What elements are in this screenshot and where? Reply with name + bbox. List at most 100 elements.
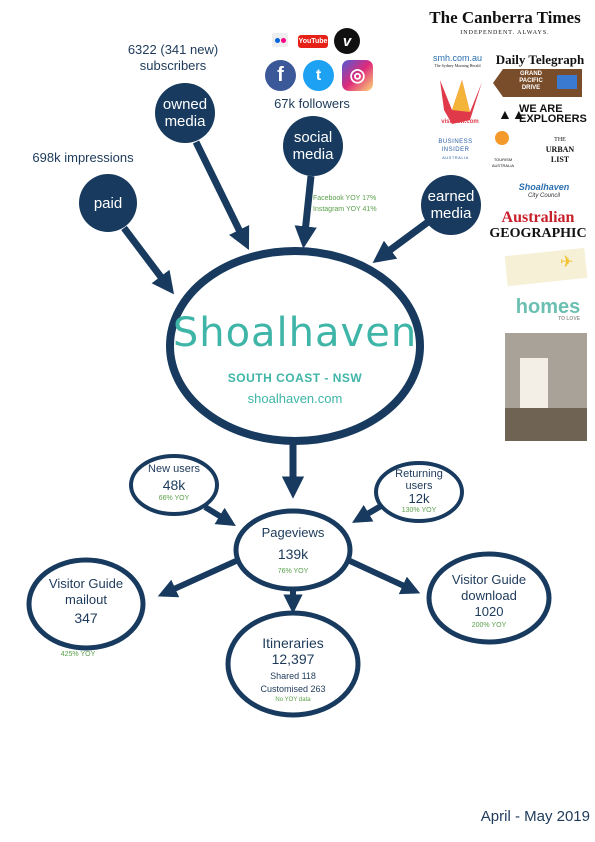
canberra-times-logo: The Canberra Times bbox=[429, 8, 581, 27]
social-yoy-facebook: Facebook YOY 17% bbox=[313, 195, 377, 202]
new-users-label: New users bbox=[148, 463, 200, 475]
smh-sub: The Sydney Morning Herald bbox=[434, 63, 481, 68]
facebook-icon[interactable]: f bbox=[265, 60, 296, 91]
gpd-line2: PACIFIC bbox=[519, 78, 543, 84]
vimeo-icon[interactable]: v bbox=[334, 28, 360, 54]
tourism-australia-icon bbox=[495, 131, 509, 145]
social-yoy-stats: Facebook YOY 17% Instagram YOY 41% bbox=[313, 193, 393, 215]
council-line1: Shoalhaven bbox=[518, 182, 570, 192]
paper-plane-icon: ✈ bbox=[560, 254, 574, 271]
owned-subscribers-line2: subscribers bbox=[139, 58, 207, 73]
urban-list-line1: THE bbox=[554, 137, 566, 143]
magazine-door bbox=[520, 358, 548, 410]
download-label-line1: Visitor Guide bbox=[451, 572, 527, 587]
arrow-owned-media bbox=[192, 140, 250, 251]
social-media-label-line2: media bbox=[292, 146, 334, 163]
mailout-value: 347 bbox=[74, 610, 98, 626]
magazine-shadow bbox=[505, 408, 587, 441]
urban-list-line2: URBAN bbox=[545, 145, 575, 154]
social-followers-stat: 67k followers bbox=[274, 96, 350, 111]
social-media-label-line1: social bbox=[293, 129, 333, 146]
pageviews-value: 139k bbox=[277, 546, 309, 562]
paid-impressions-stat: 698k impressions bbox=[32, 150, 134, 165]
council-line2: City Council bbox=[527, 193, 560, 199]
earned-media-label-line2: media bbox=[430, 205, 472, 222]
ta-line1: TOURISM bbox=[493, 157, 513, 162]
bi-line1: BUSINESS bbox=[438, 139, 473, 145]
arrow-to-mailout bbox=[157, 558, 238, 598]
twitter-icon[interactable]: t bbox=[303, 60, 334, 91]
returning-users-label-line1: Returning bbox=[395, 468, 443, 480]
earned-media-label-line1: earned bbox=[427, 188, 475, 205]
owned-media-label: owned media bbox=[155, 96, 215, 130]
returning-users-text: Returning users 12k 130% YOY bbox=[379, 468, 459, 515]
visitor-guide-download-text: Visitor Guide download 1020 200% YOY bbox=[431, 572, 547, 632]
date-range: April - May 2019 bbox=[480, 808, 590, 825]
canberra-times-tagline: INDEPENDENT. ALWAYS. bbox=[460, 30, 550, 36]
returning-users-value: 12k bbox=[408, 491, 430, 506]
urban-list-logo: THE URBAN LIST bbox=[540, 135, 580, 165]
pageviews-text: Pageviews 139k 76% YOY bbox=[243, 524, 343, 576]
homes-to-love-logo: homes TO LOVE bbox=[510, 296, 586, 322]
ta-line2: AUSTRALIA bbox=[491, 163, 515, 168]
itineraries-shared: Shared 118 bbox=[270, 671, 316, 681]
bi-line3: AUSTRALIA bbox=[442, 155, 469, 160]
owned-media-circle bbox=[155, 83, 215, 143]
mountain-icon: ▲▲ bbox=[498, 106, 526, 122]
smh-logo: smh.com.au The Sydney Morning Herald bbox=[430, 53, 485, 68]
visitor-guide-mailout-node bbox=[26, 557, 146, 651]
instagram-icon[interactable]: ◎ bbox=[342, 60, 373, 91]
arrow-social-media bbox=[294, 175, 317, 249]
itineraries-label: Itineraries bbox=[262, 635, 324, 651]
pageviews-yoy: 76% YOY bbox=[277, 568, 309, 575]
youtube-icon[interactable]: YouTube bbox=[298, 35, 328, 48]
explorers-line1: WE ARE bbox=[519, 103, 563, 115]
returning-users-node bbox=[374, 461, 464, 523]
social-media-circle bbox=[283, 116, 343, 176]
returning-users-label-line2: users bbox=[405, 480, 433, 492]
download-value: 1020 bbox=[474, 604, 504, 619]
flickr-icon[interactable] bbox=[272, 33, 288, 47]
download-label-line2: download bbox=[461, 588, 517, 603]
homes-line1: homes bbox=[515, 296, 581, 318]
shoalhaven-council-logo: Shoalhaven City Council bbox=[513, 183, 575, 201]
arrow-new-users bbox=[203, 504, 236, 527]
gpd-logo-text: GRAND PACIFIC DRIVE bbox=[506, 71, 556, 92]
business-insider-logo: BUSINESS INSIDER AUSTRALIA bbox=[428, 138, 483, 162]
arrow-returning-users bbox=[352, 503, 383, 523]
arrow-earned-media bbox=[372, 219, 431, 263]
owned-subscribers-line1: 6322 (341 new) bbox=[127, 42, 219, 57]
earned-media-circle bbox=[421, 175, 481, 235]
brand-url[interactable]: shoalhaven.com bbox=[247, 391, 343, 406]
pageviews-label: Pageviews bbox=[261, 525, 325, 540]
owned-subscribers-stat: 6322 (341 new) subscribers bbox=[108, 42, 238, 74]
mailout-label-line2: mailout bbox=[65, 592, 107, 607]
brand-name: Shoalhaven bbox=[172, 310, 418, 356]
gpd-line3: DRIVE bbox=[521, 85, 541, 91]
urban-list-line3: LIST bbox=[550, 155, 570, 164]
itineraries-note: No YOY data bbox=[275, 697, 311, 703]
arrow-to-download bbox=[348, 558, 421, 595]
owned-media-label-line1: owned bbox=[162, 96, 208, 113]
new-users-text: New users 48k 66% YOY bbox=[134, 463, 214, 503]
itineraries-text: Itineraries 12,397 Shared 118 Customised… bbox=[228, 635, 358, 704]
mailout-label-line1: Visitor Guide bbox=[48, 576, 124, 591]
smh-name: smh.com.au bbox=[432, 53, 483, 63]
we-are-explorers-logo: WE ARE EXPLORERS bbox=[497, 103, 589, 125]
arrow-paid bbox=[121, 225, 175, 295]
shoalhaven-hub bbox=[166, 247, 424, 445]
gpd-line1: GRAND bbox=[520, 71, 542, 77]
visitor-guide-download-node bbox=[426, 551, 552, 645]
ag-line1: Australian bbox=[501, 209, 575, 226]
mailout-yoy: 425% YOY bbox=[60, 651, 96, 658]
social-yoy-instagram: Instagram YOY 41% bbox=[313, 206, 377, 213]
new-users-value: 48k bbox=[162, 477, 186, 493]
ag-line2: GEOGRAPHIC bbox=[489, 226, 587, 241]
social-media-label: social media bbox=[283, 129, 343, 163]
visitnsw-logo: visitnsw.com bbox=[441, 119, 479, 125]
australian-geographic-logo: Australian GEOGRAPHIC bbox=[486, 210, 590, 242]
new-users-yoy: 66% YOY bbox=[158, 495, 190, 502]
owned-media-label-line2: media bbox=[164, 113, 206, 130]
homes-line2: TO LOVE bbox=[558, 316, 580, 322]
itineraries-value: 12,397 bbox=[271, 651, 315, 667]
